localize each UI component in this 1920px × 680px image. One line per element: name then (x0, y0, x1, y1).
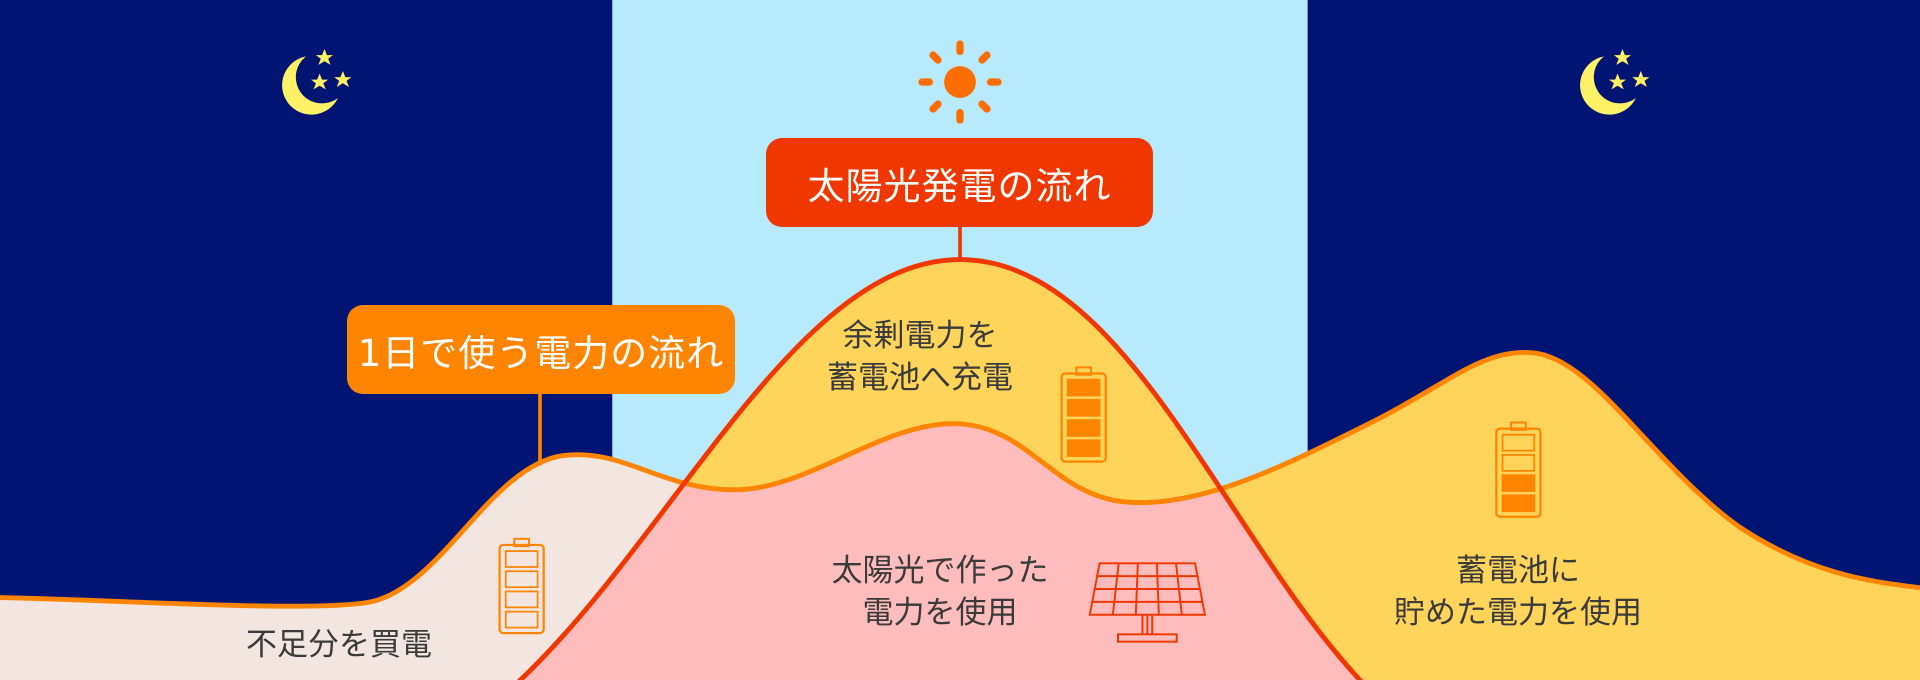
battery-cell-empty (504, 570, 539, 589)
battery-use-line1: 蓄電池に (1456, 553, 1580, 589)
battery-body (498, 543, 545, 635)
battery-body (1495, 427, 1542, 518)
battery-terminal (1510, 421, 1527, 431)
daily-usage-flow-label: 1日で使う電力の流れ (347, 305, 735, 394)
battery-cell-filled (1066, 398, 1101, 417)
battery-cell-empty (504, 610, 539, 629)
battery-icon (498, 537, 545, 635)
solar-use-text: 太陽光で作った 電力を使用 (832, 550, 1049, 634)
solar-use-line2: 電力を使用 (862, 595, 1018, 631)
surplus-line2: 蓄電池へ充電 (827, 360, 1013, 396)
demand-curve (0, 350, 1920, 609)
battery-icon (1060, 366, 1107, 463)
battery-cell-filled (1501, 474, 1536, 492)
battery-terminal (1075, 366, 1092, 376)
surplus-line1: 余剰電力を (842, 318, 998, 354)
purchase-text: 不足分を買電 (246, 627, 432, 663)
battery-cell-filled (1066, 439, 1101, 458)
solar-use-area (514, 352, 1366, 680)
sun-icon (918, 40, 1002, 124)
battery-cell-empty (1501, 433, 1536, 452)
battery-body (1060, 372, 1107, 463)
battery-icon (1495, 421, 1542, 518)
battery-cell-filled (1501, 494, 1536, 513)
moon-stars-icon (1580, 48, 1650, 115)
surplus-text: 余剰電力を 蓄電池へ充電 (827, 315, 1013, 399)
battery-terminal (513, 537, 530, 548)
battery-cell-filled (1066, 419, 1101, 437)
battery-cell-empty (1501, 454, 1536, 472)
battery-use-text: 蓄電池に 貯めた電力を使用 (1394, 550, 1642, 634)
solar-use-line1: 太陽光で作った (831, 553, 1049, 589)
solar-curve (516, 257, 1364, 680)
solar-flow-label: 太陽光発電の流れ (766, 138, 1153, 227)
battery-cell-filled (1066, 378, 1101, 397)
solar-panel-icon (1088, 562, 1207, 643)
moon-stars-icon (282, 48, 352, 115)
battery-cell-empty (504, 590, 539, 609)
battery-use-line2: 貯めた電力を使用 (1394, 595, 1642, 631)
battery-cell-empty (504, 550, 539, 568)
